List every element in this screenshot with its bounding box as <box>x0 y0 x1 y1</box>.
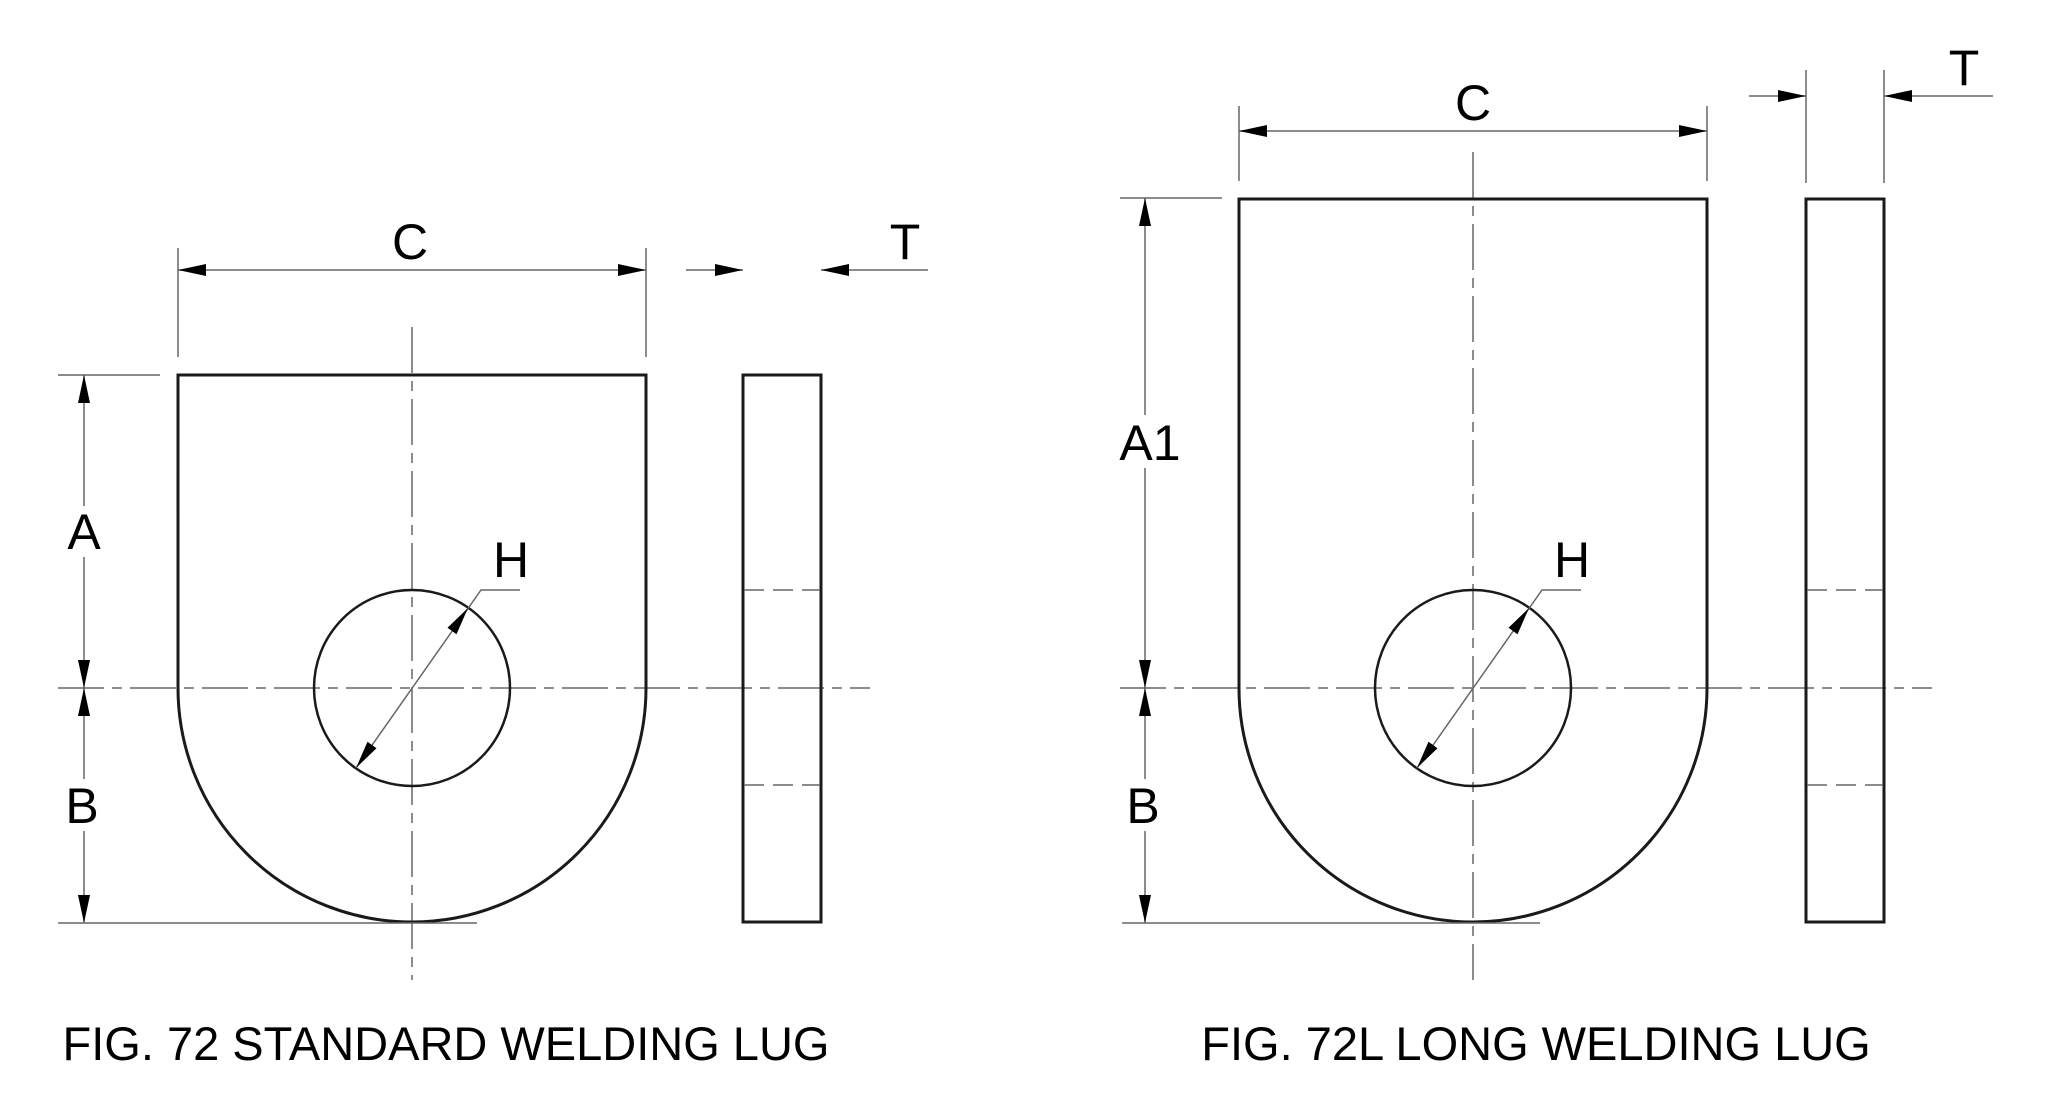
fig72-width-label: C <box>392 214 428 270</box>
fig72l-dimension-C: C <box>1238 75 1708 181</box>
fig72-thickness-label: T <box>890 214 921 270</box>
arrow-up-icon <box>1139 688 1151 716</box>
fig72-caption: FIG. 72 STANDARD WELDING LUG <box>63 1017 830 1070</box>
fig72l-thickness-label: T <box>1949 40 1980 96</box>
arrow-up-icon <box>78 688 90 716</box>
fig72-front-view-outline <box>176 373 648 924</box>
fig72-upper-height-label: A <box>67 504 101 560</box>
fig72l-front-view-outline <box>1237 197 1709 924</box>
fig72-dimension-A: A <box>58 374 160 688</box>
fig72-dimension-T: T <box>686 214 928 276</box>
fig72l-dimension-A1: A1 <box>1119 197 1222 688</box>
fig72l-dimension-B: B <box>1122 688 1540 924</box>
fig72-dimension-C: C <box>177 214 647 357</box>
arrow-down-icon <box>78 895 90 923</box>
arrow-down-icon <box>1139 895 1151 923</box>
fig72-standard-welding-lug: C T A B <box>58 214 928 1070</box>
arrow-down-icon <box>1139 660 1151 688</box>
fig72-hole-diameter-label: H <box>493 532 529 588</box>
arrow-left-icon <box>178 264 206 276</box>
arrow-right-icon <box>1679 125 1707 137</box>
arrow-right-icon <box>715 264 743 276</box>
arrow-down-icon <box>78 660 90 688</box>
arrow-left-icon <box>1239 125 1267 137</box>
fig72l-upper-height-label: A1 <box>1119 415 1180 471</box>
arrow-up-right-icon <box>1508 608 1529 635</box>
fig72l-side-view-outline <box>1804 197 1886 924</box>
arrow-up-icon <box>1139 198 1151 226</box>
fig72-hole-circle <box>312 588 512 788</box>
arrow-up-right-icon <box>447 608 468 635</box>
fig72-dimension-H: H <box>355 532 529 769</box>
fig72l-hole-circle <box>1373 588 1573 788</box>
fig72l-long-welding-lug: C T A1 B <box>1119 40 1993 1070</box>
fig72l-lower-height-label: B <box>1126 778 1159 834</box>
fig72l-dimension-H: H <box>1416 532 1590 769</box>
arrow-down-left-icon <box>1417 741 1438 768</box>
fig72l-dimension-T: T <box>1749 40 1993 183</box>
arrow-left-icon <box>1884 90 1912 102</box>
fig72-dimension-B: B <box>58 688 477 924</box>
arrow-left-icon <box>821 264 849 276</box>
arrow-right-icon <box>1778 90 1806 102</box>
arrow-down-left-icon <box>356 741 377 768</box>
fig72-side-view-outline <box>741 373 823 924</box>
arrow-right-icon <box>618 264 646 276</box>
fig72l-hole-diameter-label: H <box>1554 532 1590 588</box>
fig72l-width-label: C <box>1455 75 1491 131</box>
fig72l-caption: FIG. 72L LONG WELDING LUG <box>1201 1017 1870 1070</box>
arrow-up-icon <box>78 375 90 403</box>
fig72-lower-height-label: B <box>65 778 98 834</box>
